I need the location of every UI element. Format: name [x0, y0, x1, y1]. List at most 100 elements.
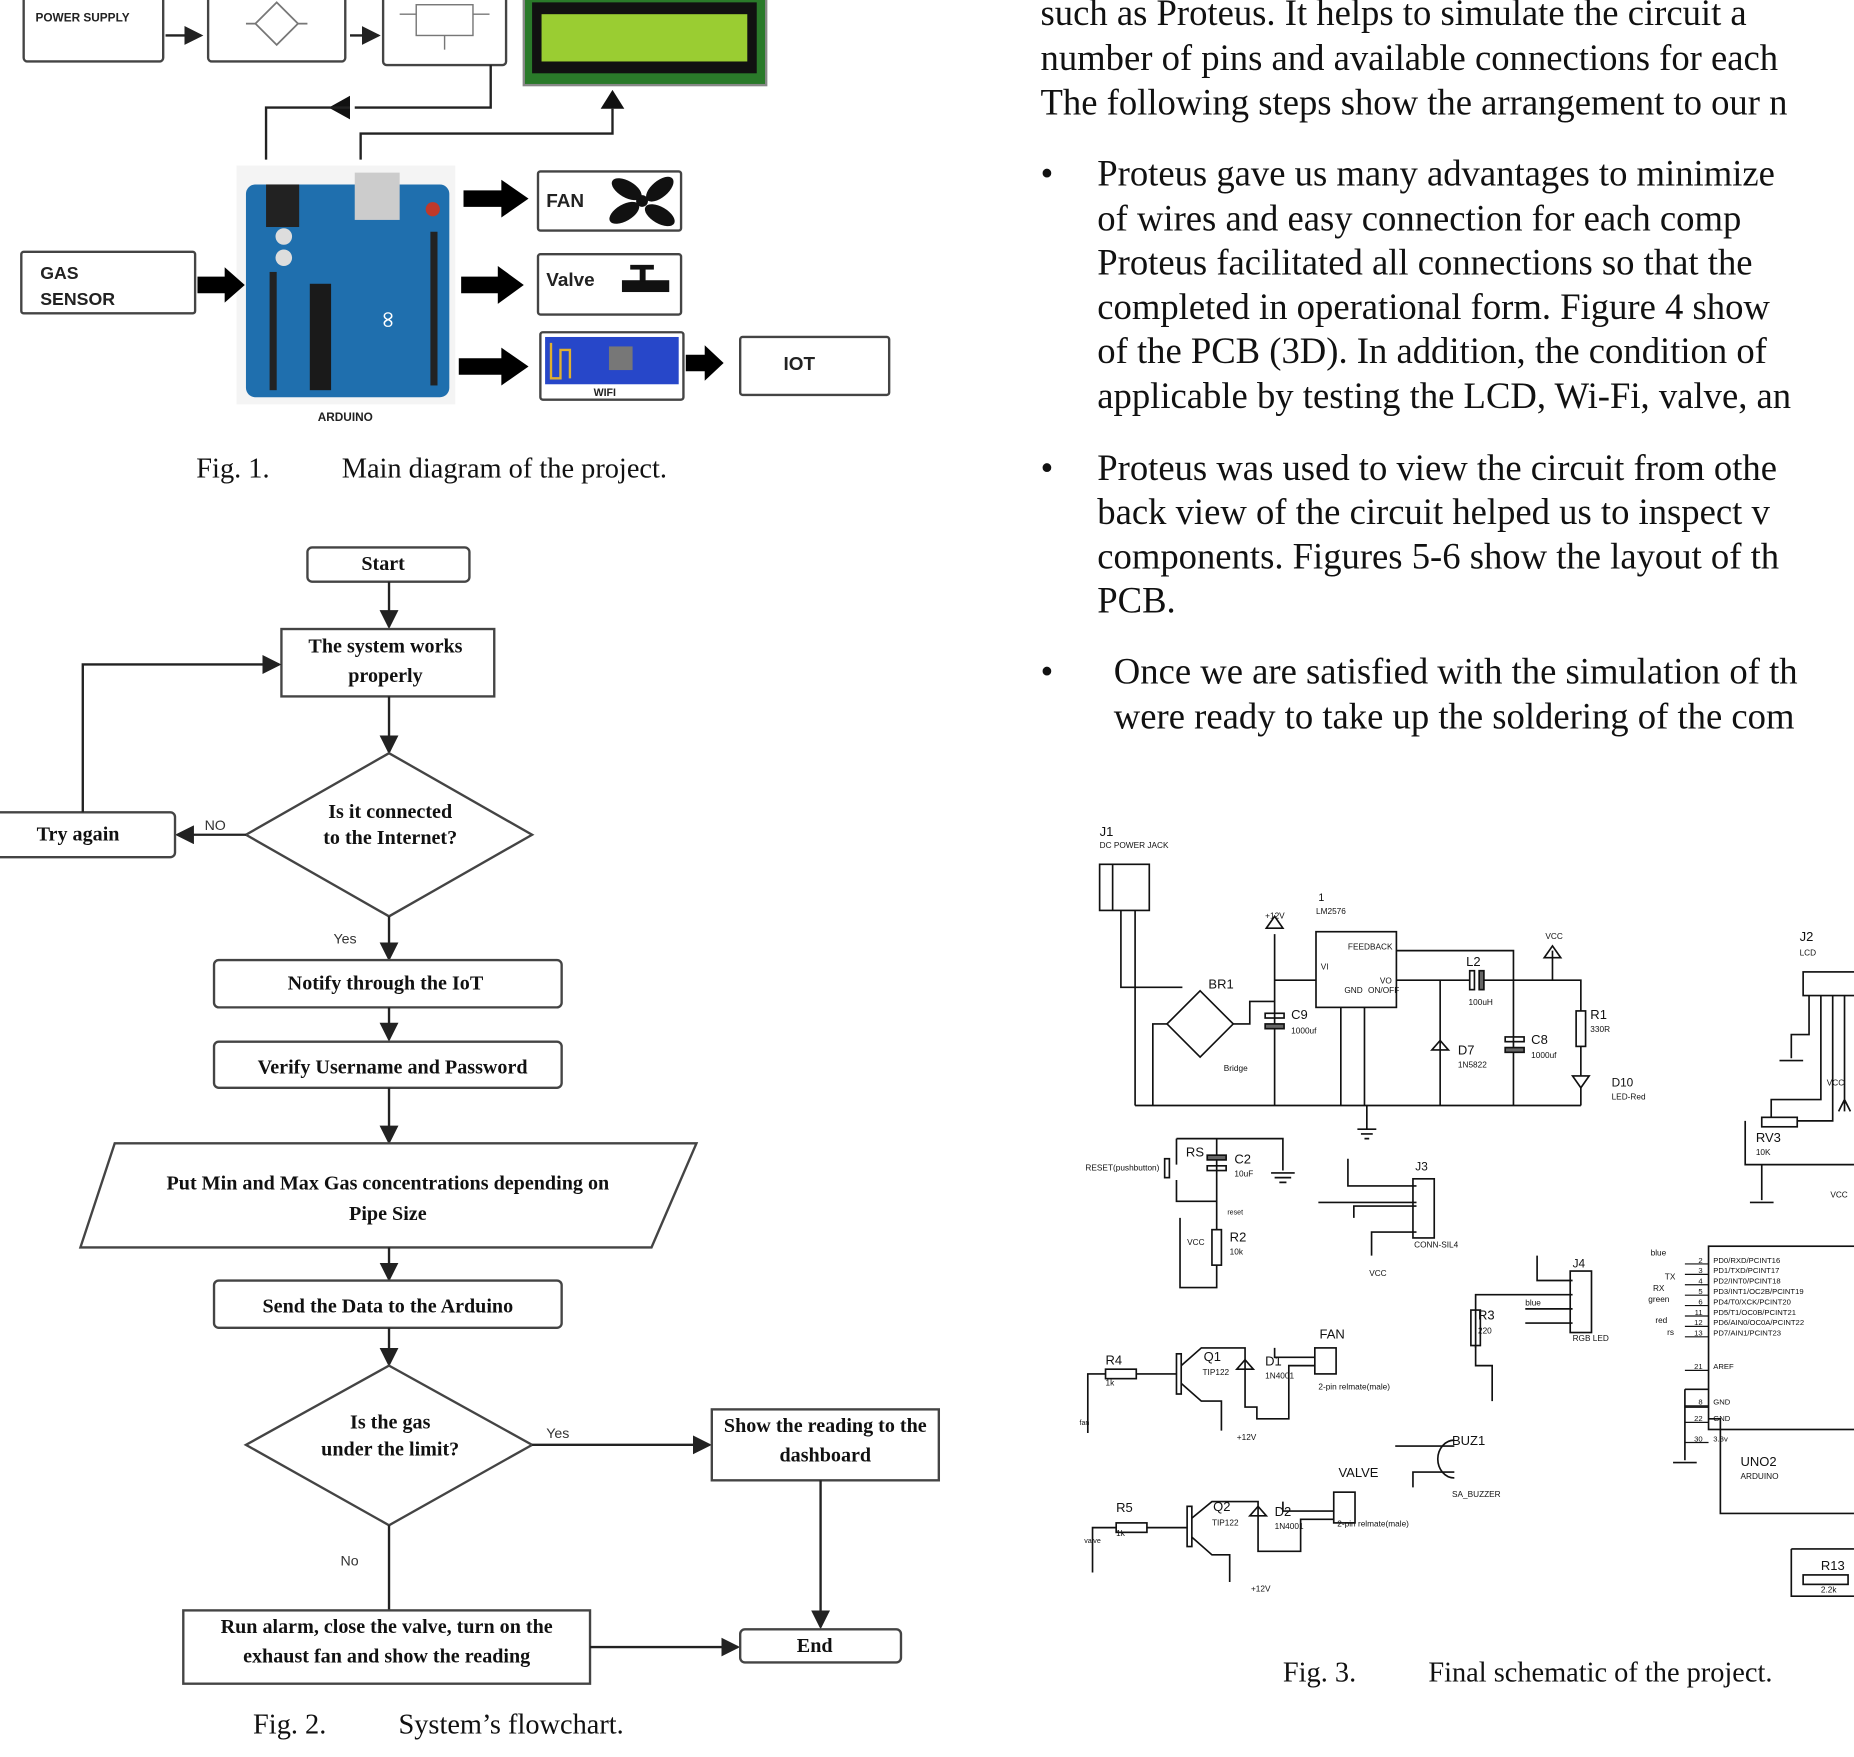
min-max-label: Put Min and Max Gas concentrations depen…: [167, 1172, 610, 1194]
schematic-label: D2: [1275, 1504, 1292, 1519]
schematic-label: GND: [1344, 986, 1362, 995]
schematic-label: ARDUINO: [1740, 1472, 1779, 1481]
uno-pin-number: 21: [1694, 1362, 1703, 1371]
schematic-label: RS: [1186, 1144, 1204, 1159]
uno-pin-number: 22: [1694, 1414, 1703, 1423]
schematic-label: VCC: [1369, 1269, 1386, 1278]
uno-pin-number: 8: [1698, 1398, 1702, 1407]
gas-sensor-label: GAS: [40, 263, 79, 283]
arduino-label: ARDUINO: [318, 410, 373, 424]
schematic-label: TIP122: [1212, 1518, 1239, 1527]
uno-pin-number: 30: [1694, 1434, 1703, 1443]
schematic-label: CONN-SIL4: [1414, 1240, 1458, 1249]
uno-pin-name: PD5/T1/OC0B/PCINT21: [1713, 1308, 1796, 1317]
bridge-block: [206, 0, 347, 63]
power-supply-label: POWER SUPPLY: [35, 10, 129, 24]
show-reading-label: Show the reading to the: [724, 1415, 927, 1437]
show-reading-label: dashboard: [780, 1444, 872, 1466]
bullet-3-line: Once we are satisfied with the simulatio…: [1114, 650, 1798, 691]
bullet-icon: •: [1041, 153, 1054, 194]
schematic-label: LCD: [1800, 948, 1817, 957]
schematic-label: LED-Red: [1612, 1093, 1646, 1102]
connected-label: to the Internet?: [323, 827, 457, 849]
schematic-label: red: [1655, 1316, 1667, 1325]
fig1-block-diagram: POWER SUPPLY ∞ ARDUINO GAS SENSOR: [20, 0, 891, 485]
bullet-2-line: PCB.: [1097, 579, 1175, 620]
bullet-1-line: applicable by testing the LCD, Wi-Fi, va…: [1097, 375, 1791, 416]
schematic-label: 2-pin relmate(male): [1337, 1519, 1409, 1528]
schematic-label: D10: [1612, 1076, 1634, 1090]
schematic-label: J3: [1415, 1160, 1428, 1174]
gas-limit-label: Is the gas: [350, 1411, 431, 1433]
schematic-label: 1N4001: [1275, 1522, 1304, 1531]
bullet-1-line: of wires and easy connection for each co…: [1097, 198, 1741, 239]
schematic-label: 330R: [1590, 1025, 1610, 1034]
schematic-label: 220: [1478, 1327, 1492, 1336]
schematic-label: J4: [1573, 1256, 1586, 1270]
schematic-label: C2: [1234, 1151, 1251, 1166]
yes-label: Yes: [546, 1426, 569, 1442]
no-label: No: [341, 1553, 359, 1569]
connector-line: [264, 106, 351, 160]
uno-pin-number: 5: [1698, 1287, 1702, 1296]
uno-pin-name: PD1/TXD/PCINT17: [1713, 1266, 1779, 1275]
arduino-board-image: ∞: [236, 165, 456, 405]
schematic-label: valve: [1084, 1537, 1101, 1545]
no-label: NO: [205, 818, 226, 834]
try-again-label: Try again: [37, 824, 120, 846]
schematic-label: blue: [1525, 1298, 1541, 1307]
schematic-label: Q2: [1213, 1499, 1230, 1514]
fig2-flowchart: Start The system works properly Is it co…: [0, 546, 941, 1740]
schematic-label: VI: [1321, 963, 1329, 972]
schematic-label: 2-pin relmate(male): [1318, 1382, 1390, 1391]
iot-label: IOT: [784, 354, 816, 375]
intro-line: such as Proteus. It helps to simulate th…: [1041, 0, 1747, 33]
schematic-label: RESET(pushbutton): [1085, 1164, 1159, 1173]
try-again-node: [0, 811, 177, 859]
schematic-label: 2.2k: [1821, 1586, 1837, 1595]
valve-label: Valve: [546, 270, 594, 291]
notify-label: Notify through the IoT: [288, 973, 484, 995]
end-label: End: [797, 1635, 833, 1657]
bullet-1-line: Proteus facilitated all connections so t…: [1097, 241, 1752, 282]
schematic-label: J1: [1100, 824, 1114, 839]
schematic-label: 10uF: [1234, 1169, 1253, 1178]
fig1-caption-number: Fig. 1.: [196, 454, 269, 485]
arrow-up-icon: [600, 89, 625, 109]
uno-pin-name: PD3/INT1/OC2B/PCINT19: [1713, 1287, 1803, 1296]
schematic-label: C8: [1531, 1032, 1548, 1047]
run-alarm-node: [182, 1609, 592, 1685]
schematic-wires: [1086, 863, 1854, 1598]
fig3-caption-number: Fig. 3.: [1283, 1657, 1356, 1688]
connected-label: Is it connected: [328, 801, 452, 823]
yes-label: Yes: [333, 932, 356, 948]
uno-pin-number: 6: [1698, 1297, 1702, 1306]
system-works-label: The system works: [308, 636, 462, 658]
show-reading-node: [710, 1408, 941, 1482]
schematic-label: ON/OFF: [1368, 986, 1399, 995]
fan-block: [536, 170, 683, 232]
bullet-3-line: were ready to take up the soldering of t…: [1114, 695, 1795, 736]
schematic-label: R2: [1230, 1229, 1247, 1244]
schematic-label: 1000uf: [1531, 1051, 1557, 1060]
lcd-display-image: [522, 0, 768, 87]
uno-pin-name: PD7/AIN1/PCINT23: [1713, 1329, 1781, 1338]
bullet-2-line: components. Figures 5-6 show the layout …: [1097, 536, 1779, 577]
schematic-label: C9: [1291, 1007, 1308, 1022]
end-node: [739, 1628, 903, 1664]
schematic-label: 1k: [1106, 1379, 1116, 1388]
wifi-label: WIFI: [594, 387, 616, 399]
fig2-caption-number: Fig. 2.: [253, 1709, 326, 1740]
uno-pin-number: 11: [1695, 1308, 1703, 1317]
gas-sensor-label: SENSOR: [40, 289, 115, 309]
system-works-label: properly: [348, 665, 422, 687]
schematic-label: +12V: [1251, 1584, 1271, 1593]
uno-pin-name: 3.3v: [1713, 1434, 1728, 1443]
run-alarm-label: Run alarm, close the valve, turn on the: [221, 1616, 553, 1638]
uno-pin-number: 13: [1694, 1329, 1703, 1338]
schematic-label: +12V: [1237, 1433, 1257, 1442]
